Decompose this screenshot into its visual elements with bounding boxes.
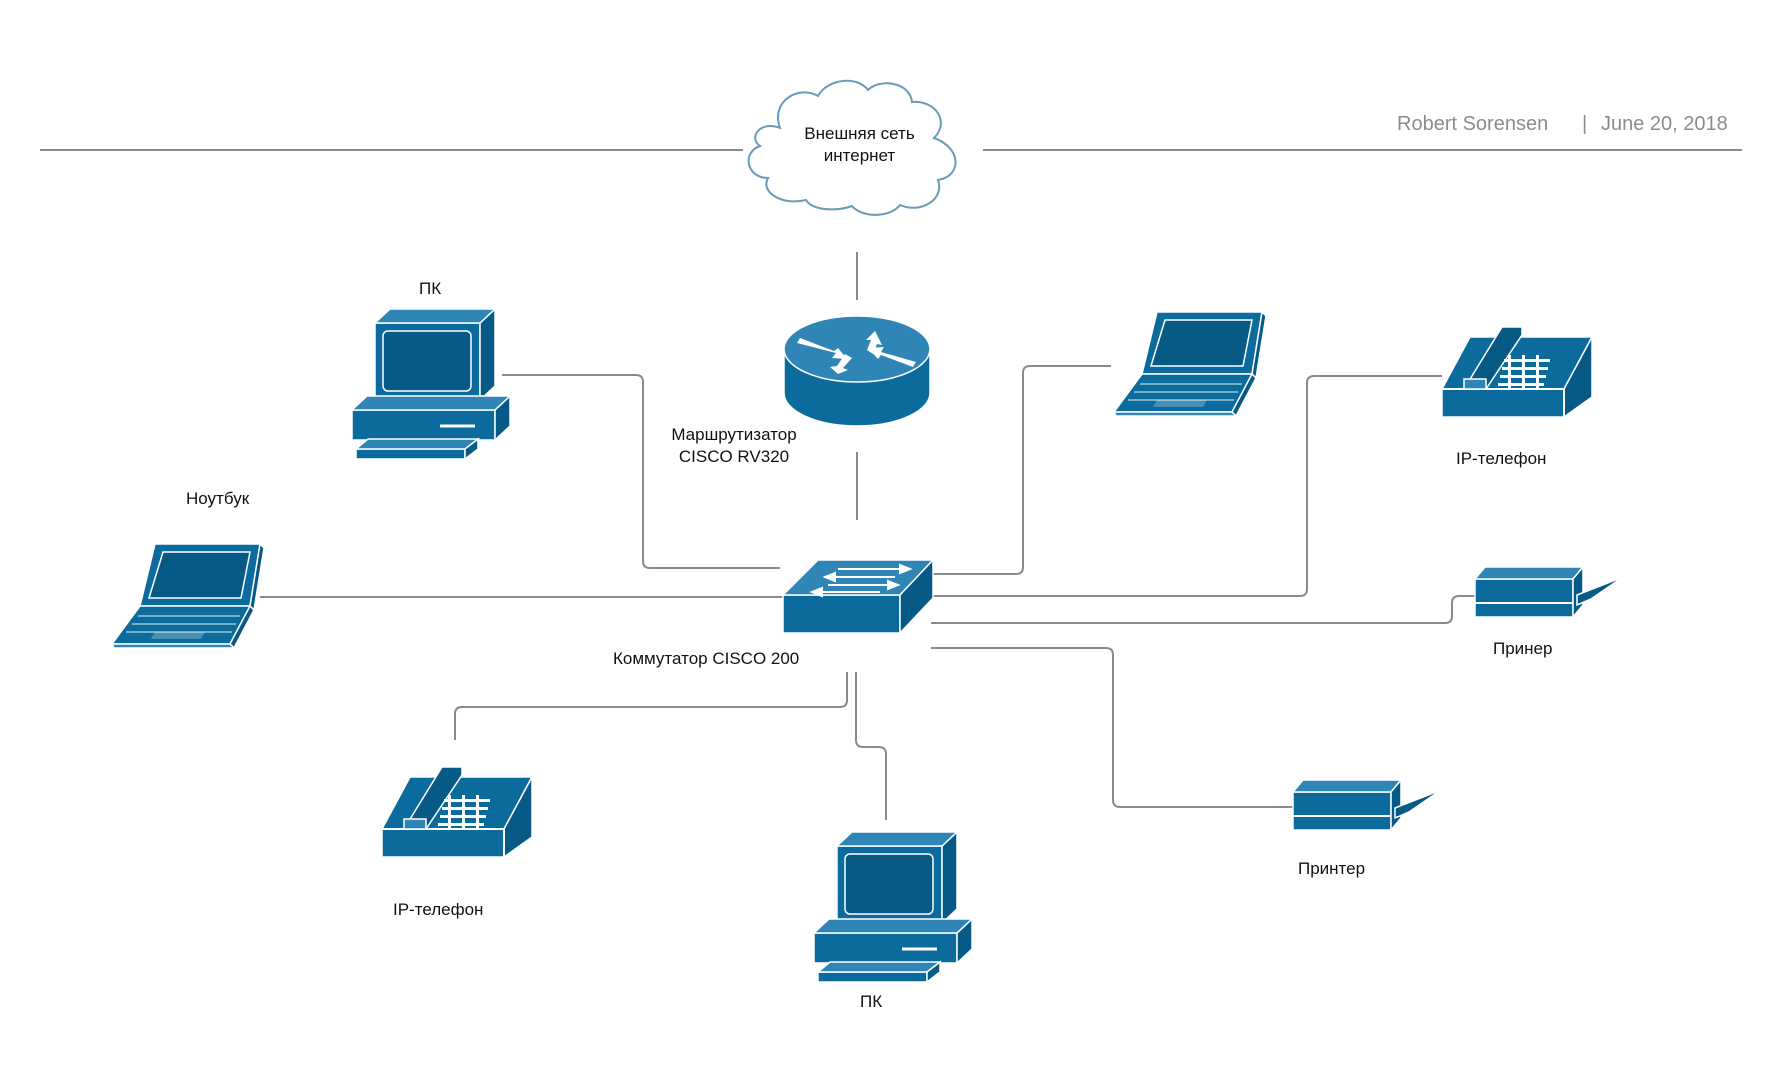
wire-switch-phone-bottom xyxy=(454,672,848,740)
laptop-icon-left xyxy=(111,543,265,649)
header-date: June 20, 2018 xyxy=(1601,113,1728,135)
header-author: Robert Sorensen xyxy=(1397,113,1549,135)
cloud-icon xyxy=(747,79,957,216)
printer-bottom-label: Принтер xyxy=(1298,859,1366,878)
router-icon xyxy=(783,315,931,427)
cloud-label-line1: Внешняя сеть xyxy=(804,124,915,143)
printer-icon-bottom xyxy=(1292,779,1442,831)
ip-phone-icon-bottom xyxy=(381,766,533,858)
printer-right-label: Принер xyxy=(1493,639,1553,658)
switch-label: Коммутатор CISCO 200 xyxy=(613,649,800,668)
desktop-pc-icon-top xyxy=(350,307,512,461)
ip-phone-icon-right xyxy=(1441,326,1593,418)
wire-switch-laptop-right xyxy=(931,365,1111,575)
pc-bottom-label: ПК xyxy=(860,992,883,1011)
wire-switch-pc-bottom xyxy=(855,672,887,820)
wire-switch-printer-bottom xyxy=(931,647,1293,808)
header-separator: | xyxy=(1582,113,1588,135)
laptop-left-label: Ноутбук xyxy=(186,489,250,508)
wire-switch-printer-right xyxy=(931,595,1475,624)
wire-switch-phone-right xyxy=(931,375,1442,597)
printer-icon-right xyxy=(1474,566,1624,618)
router-label-line2: CISCO RV320 xyxy=(678,447,790,466)
router-label: Маршрутизатор CISCO RV320 xyxy=(654,424,814,468)
desktop-pc-icon-bottom xyxy=(812,830,974,984)
router-label-line1: Маршрутизатор xyxy=(671,425,797,444)
pc-top-label: ПК xyxy=(419,279,442,298)
phone-bottom-label: IP-телефон xyxy=(393,900,484,919)
laptop-icon-right xyxy=(1113,311,1267,417)
cloud-label: Внешняя сеть интернет xyxy=(777,123,942,167)
switch-icon xyxy=(781,558,935,635)
cloud-label-line2: интернет xyxy=(823,146,896,165)
phone-right-label: IP-телефон xyxy=(1456,449,1547,468)
wire-pc-top-switch xyxy=(502,374,780,569)
connections xyxy=(260,252,1475,820)
